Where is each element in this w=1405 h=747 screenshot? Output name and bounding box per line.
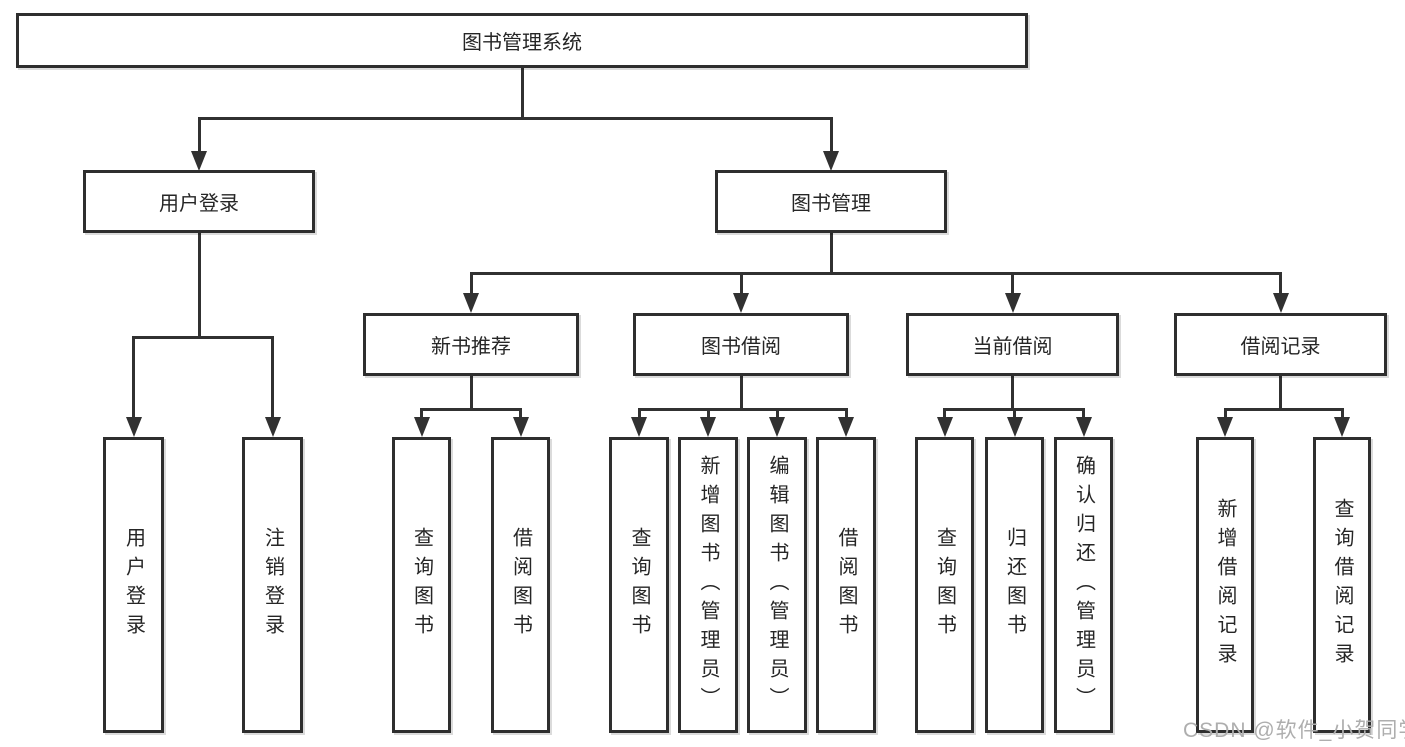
node-leaf-borrow-book-2: 借阅图书 [816,437,876,733]
arrow-down-icon [769,417,785,437]
arrow-down-icon [191,151,207,171]
leaf-label: 确认归还（管理员） [1072,454,1095,716]
node-leaf-query-book-3: 查询图书 [915,437,974,733]
node-leaf-borrow-book-1: 借阅图书 [491,437,550,733]
node-leaf-logout: 注销登录 [242,437,303,733]
node-leaf-return-book: 归还图书 [985,437,1044,733]
arrow-down-icon [1006,417,1023,437]
leaf-label: 借阅图书 [835,527,857,643]
arrow-down-icon [631,417,647,437]
node-leaf-query-book-1: 查询图书 [392,437,451,733]
arrow-down-icon [733,293,749,313]
leaf-label: 查询图书 [628,527,650,643]
connector-line [132,337,135,421]
connector-line [271,337,274,421]
leaf-label: 借阅图书 [509,527,532,643]
arrow-down-icon [512,417,529,437]
arrow-down-icon [1075,417,1092,437]
arrow-down-icon [1334,417,1350,437]
node-leaf-add-book-admin: 新增图书（管理员） [678,437,738,733]
arrow-down-icon [1217,417,1233,437]
connector-line [469,376,473,410]
arrow-down-icon [823,151,839,171]
node-leaf-confirm-return-admin: 确认归还（管理员） [1054,437,1113,733]
node-user-login: 用户登录 [83,170,315,233]
arrow-down-icon [1004,293,1021,313]
connector-line [1013,409,1016,421]
connector-line [1223,407,1344,411]
connector-line [1279,273,1282,298]
connector-line [1223,409,1227,421]
arrow-down-icon [936,417,953,437]
connector-line [519,409,522,421]
connector-line [775,409,779,421]
connector-line [469,273,473,298]
watermark-text: CSDN @软件_小贺同学 [1183,719,1405,742]
connector-line [706,409,710,421]
connector-line [1340,409,1344,421]
arrow-down-icon [125,417,142,437]
arrow-down-icon [463,293,479,313]
node-new-book-recommend: 新书推荐 [363,313,579,376]
connector-line [520,68,524,120]
connector-line [829,233,833,275]
leaf-label: 查询图书 [410,527,433,643]
connector-line [132,335,274,339]
connector-line [739,376,743,410]
connector-line [420,407,522,411]
node-leaf-query-book-2: 查询图书 [609,437,669,733]
node-leaf-query-borrow-record: 查询借阅记录 [1313,437,1371,733]
connector-line [739,273,743,298]
node-book-borrow: 图书借阅 [633,313,849,376]
connector-line [1011,273,1014,298]
node-leaf-add-borrow-record: 新增借阅记录 [1196,437,1254,733]
leaf-label: 查询图书 [933,527,956,643]
node-borrow-record: 借阅记录 [1174,313,1387,376]
node-book-management: 图书管理 [715,170,947,233]
leaf-label: 编辑图书（管理员） [766,454,788,716]
leaf-label: 新增图书（管理员） [697,454,719,716]
connector-line [844,409,848,421]
connector-line [943,409,946,421]
connector-line [420,409,423,421]
connector-line [637,407,848,411]
node-leaf-user-login: 用户登录 [103,437,164,733]
leaf-label: 新增借阅记录 [1214,498,1236,672]
connector-line [1011,376,1014,410]
connector-line [829,120,833,155]
leaf-label: 归还图书 [1003,527,1026,643]
arrow-down-icon [413,417,430,437]
connector-line [197,120,201,155]
arrow-down-icon [700,417,716,437]
arrow-down-icon [1272,293,1289,313]
node-current-borrow: 当前借阅 [906,313,1119,376]
leaf-label: 注销登录 [261,527,284,643]
connector-line [197,233,201,339]
connector-line [1279,376,1282,410]
connector-line [637,409,641,421]
connector-line [469,271,1282,275]
connector-line [1082,409,1085,421]
leaf-label: 查询借阅记录 [1331,498,1353,672]
connector-line [943,407,1085,411]
connector-line [197,116,833,120]
leaf-label: 用户登录 [122,527,145,643]
arrow-down-icon [838,417,854,437]
arrow-down-icon [264,417,281,437]
node-leaf-edit-book-admin: 编辑图书（管理员） [747,437,807,733]
node-root: 图书管理系统 [16,13,1028,68]
